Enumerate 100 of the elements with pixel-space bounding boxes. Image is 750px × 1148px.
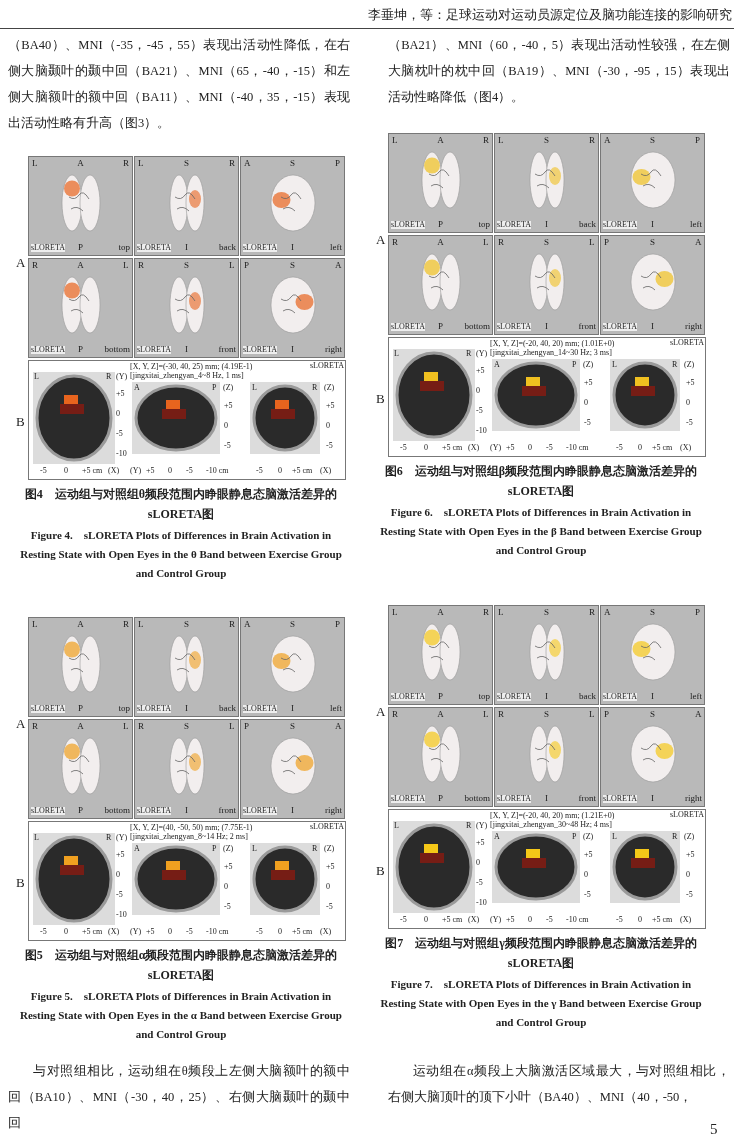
axis-label: (Y) [116,834,128,842]
body-paragraph: 运动组在α频段上大脑激活区域最大，与对照组相比，右侧大脑顶叶的顶下小叶（BA40）、MNI（40，-50， [388,1063,730,1106]
axis-label: (X) [108,928,120,936]
orientation-label: A [77,261,84,270]
method-tag: sLORETA [137,705,172,713]
method-tag: sLORETA [31,244,66,252]
body-paragraph: （BA40）、MNI（-35，-45，55）表现出活动性降低，在右侧大脑颞叶的颞中回（BA21）、MNI（65，-40，-15）和左侧大脑额叶的额中回（BA11）、MNI（-40，35，-15）表现出活动性略有升高（图3）。 [8,37,350,132]
orientation-label: A [437,238,444,247]
axis-tick-label: -5 [616,916,623,924]
axis-tick-label: -5 [116,891,123,899]
axis-tick-label: +5 [506,916,515,924]
axis-tick-label: +5 cm [82,928,103,936]
method-tag: sLORETA [670,339,705,347]
axis-tick-label: -5 [116,430,123,438]
axis-tick-label: +5 [506,444,515,452]
axis-tick-label: +5 cm [82,467,103,475]
view-label: left [690,692,702,701]
orientation-label: R [483,136,489,145]
axis-tick-label: 0 [64,928,68,936]
method-tag: sLORETA [137,244,172,252]
axis-tick-label: +5 [476,839,485,847]
method-tag: sLORETA [497,323,532,331]
axis-tick-label: -5 [476,879,483,887]
method-tag: sLORETA [391,323,426,331]
orientation-label: R [392,710,398,719]
orientation-label: S [290,722,295,731]
orientation-label: S [650,238,655,247]
coordinate-readout: [X, Y, Z]=(-20, 40, 20) mm; (1.21E+0) [jingxitai_zhengyan_30~48 Hz; 4 ms] [490,811,616,829]
orientation-label: A [695,238,702,247]
view-label: left [330,243,342,252]
orientation-label: S [544,136,549,145]
view-label: left [330,704,342,713]
axis-label: R [672,833,678,841]
axis-tick-label: -5 [686,419,693,427]
axis-tick-label: +5 cm [652,444,673,452]
method-tag: sLORETA [243,807,278,815]
view-label: front [218,806,236,815]
orientation-label: L [483,710,489,719]
axis-tick-label: -10 [476,427,487,435]
orientation-label: I [545,794,548,803]
orientation-label: A [604,136,611,145]
orientation-label: I [651,692,654,701]
axis-tick-label: 0 [278,928,282,936]
axis-label: R [466,822,472,830]
orientation-label: P [244,722,249,731]
axis-tick-label: +5 [326,402,335,410]
axis-tick-label: +5 [146,467,155,475]
axis-tick-label: -5 [686,891,693,899]
orientation-label: R [32,261,38,270]
orientation-label: P [438,220,443,229]
orientation-label: R [123,159,129,168]
axis-label: P [572,361,577,369]
axis-tick-label: -10 [116,911,127,919]
orientation-label: I [291,345,294,354]
orientation-label: P [695,608,700,617]
orientation-label: L [498,608,504,617]
orientation-label: I [291,243,294,252]
method-tag: sLORETA [137,807,172,815]
orientation-label: S [544,608,549,617]
axis-label: A [134,845,140,853]
method-tag: sLORETA [603,221,638,229]
orientation-label: A [77,620,84,629]
method-tag: sLORETA [603,693,638,701]
orientation-label: P [335,159,340,168]
axis-tick-label: -5 [186,467,193,475]
coordinate-readout: [X, Y, Z]=(-30, 40, 25) mm; (4.19E-1) [jingxitai_zhengyan_4~8 Hz, 1 ms] [130,362,254,380]
orientation-label: S [184,722,189,731]
axis-label: L [612,833,617,841]
axis-tick-label: +5 [116,390,125,398]
axis-label: A [494,361,500,369]
axis-tick-label: 0 [686,871,690,879]
axis-label: A [134,384,140,392]
method-tag: sLORETA [243,244,278,252]
axis-tick-label: 0 [326,422,330,430]
orientation-label: P [438,794,443,803]
axis-tick-label: +5 [686,851,695,859]
orientation-label: I [545,220,548,229]
orientation-label: R [32,722,38,731]
method-tag: sLORETA [391,795,426,803]
axis-label: R [466,350,472,358]
view-label: back [219,243,236,252]
figure-caption: Figure 4. sLORETA Plots of Differences in Brain Activation in Resting State with Open Eyes in the θ Band between Exercise Group and Control Group [19,528,343,581]
orientation-label: I [651,322,654,331]
orientation-label: L [589,710,595,719]
orientation-label: A [244,159,251,168]
axis-tick-label: 0 [476,859,480,867]
axis-label: R [106,834,112,842]
axis-tick-label: +5 [224,402,233,410]
axis-tick-label: -5 [224,442,231,450]
axis-label: (X) [320,928,332,936]
view-label: front [578,322,596,331]
orientation-label: S [290,261,295,270]
orientation-label: P [438,322,443,331]
axis-tick-label: 0 [638,916,642,924]
view-label: front [218,345,236,354]
panel-letter: A [376,233,386,246]
axis-tick-label: +5 [116,851,125,859]
panel-letter: A [376,705,386,718]
axis-label: (Z) [684,361,695,369]
orientation-label: A [437,710,444,719]
